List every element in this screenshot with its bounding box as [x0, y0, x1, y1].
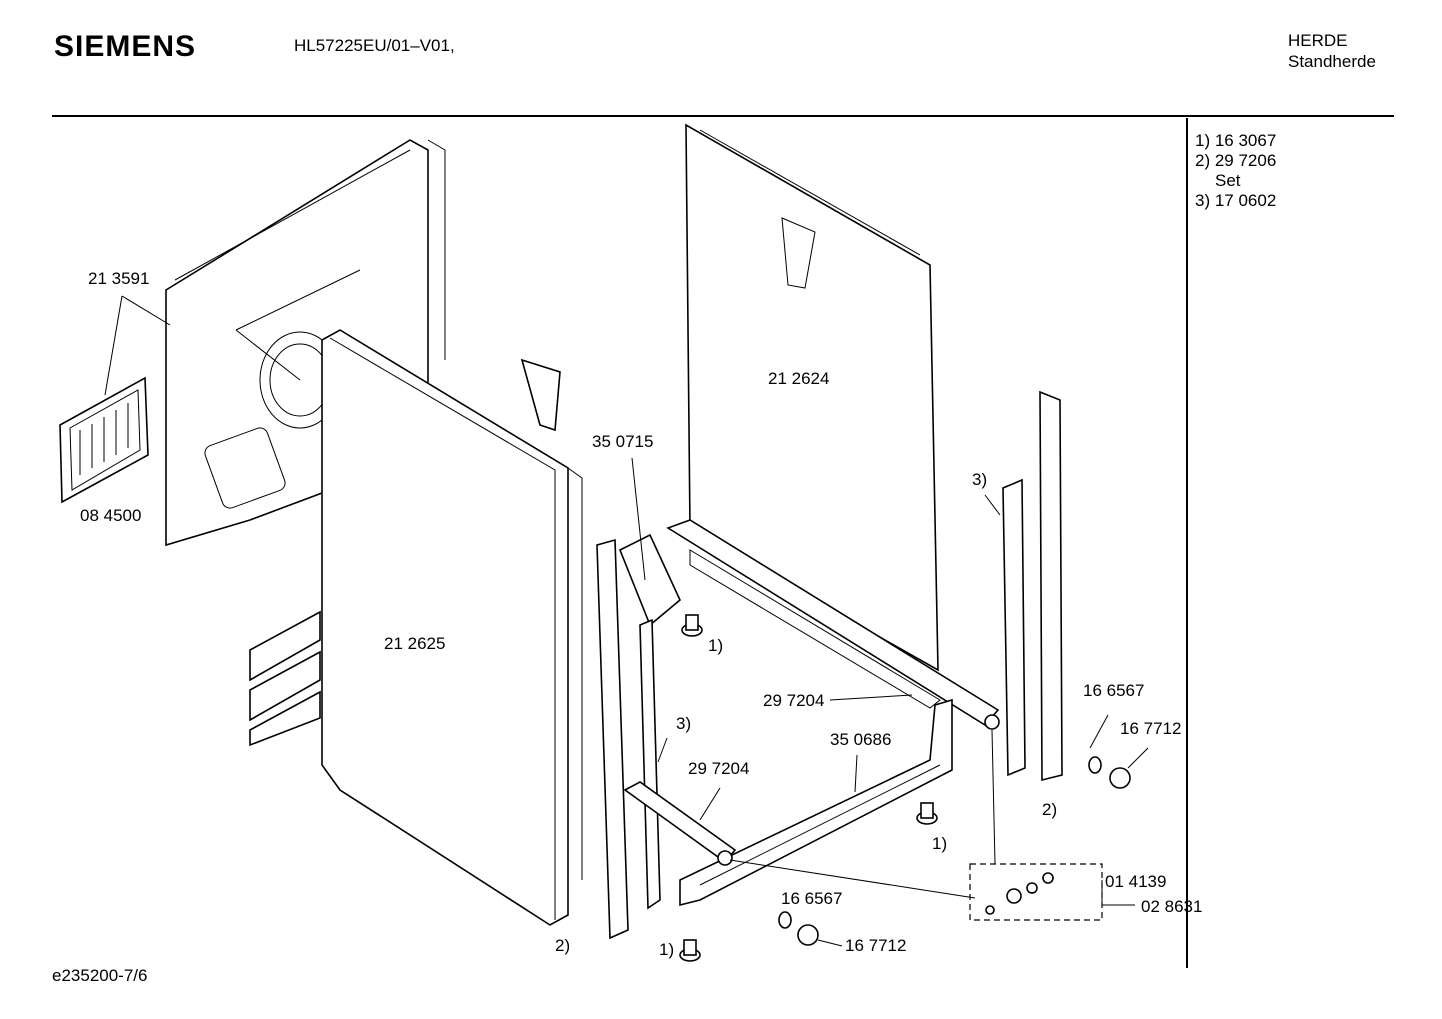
leader-lines [104, 295, 1149, 947]
label-213591: 21 3591 [88, 269, 150, 288]
rear-panel-right [685, 123, 939, 672]
notes-list: 1) 16 3067 2) 29 7206 Set 3) 17 0602 [1195, 131, 1276, 211]
label-014139: 01 4139 [1105, 872, 1167, 891]
screw-and-cap-lower [778, 911, 819, 946]
label-166567-lower: 16 6567 [781, 889, 843, 908]
label-350715: 35 0715 [592, 432, 654, 451]
label-note-2: 2) [555, 936, 571, 955]
adjustable-foot [916, 802, 938, 825]
cross-member-upper [666, 519, 1000, 730]
adjustable-foot [681, 614, 703, 637]
category-line-1: HERDE [1288, 31, 1348, 50]
label-166567-upper: 16 6567 [1083, 681, 1145, 700]
screw-and-cap-upper [1088, 756, 1131, 789]
front-strip-left [596, 538, 661, 940]
brand-logo: SIEMENS [54, 30, 197, 63]
side-strip-right [1039, 390, 1063, 782]
label-350686: 35 0686 [830, 730, 892, 749]
label-212625: 21 2625 [384, 634, 446, 653]
note-item: 3) 17 0602 [1195, 191, 1277, 210]
label-note-2: 2) [1042, 800, 1058, 819]
bracket-part [520, 358, 681, 627]
notes-divider [1186, 118, 1188, 968]
cross-member-lower [623, 781, 737, 866]
side-panel-left [321, 329, 583, 926]
label-note-3: 3) [972, 470, 988, 489]
label-167712-lower: 16 7712 [845, 936, 907, 955]
label-note-1: 1) [932, 834, 948, 853]
label-028631: 02 8631 [1141, 897, 1203, 916]
front-strip-right [1002, 478, 1026, 777]
label-297204-upper: 29 7204 [763, 691, 825, 710]
category-line-2: Standherde [1288, 52, 1376, 71]
grill-filter-part [59, 376, 149, 504]
note-item: 2) 29 7206 [1195, 151, 1277, 170]
label-167712-upper: 16 7712 [1120, 719, 1182, 738]
model-number: HL57225EU/01–V01, [294, 36, 455, 55]
wheel-set-box [969, 863, 1103, 921]
adjustable-foot [679, 939, 701, 962]
oven-rails [249, 610, 321, 747]
label-084500: 08 4500 [80, 506, 142, 525]
label-note-1: 1) [708, 636, 724, 655]
header-divider [52, 115, 1394, 117]
note-item: Set [1215, 171, 1241, 190]
drawing-reference: e235200-7/6 [52, 966, 148, 985]
label-note-1: 1) [659, 940, 675, 959]
label-note-3: 3) [676, 714, 692, 733]
note-item: 1) 16 3067 [1195, 131, 1277, 150]
label-212624: 21 2624 [768, 369, 830, 388]
category: HERDE Standherde [1288, 30, 1376, 72]
label-297204-lower: 29 7204 [688, 759, 750, 778]
base-frame [679, 698, 953, 907]
